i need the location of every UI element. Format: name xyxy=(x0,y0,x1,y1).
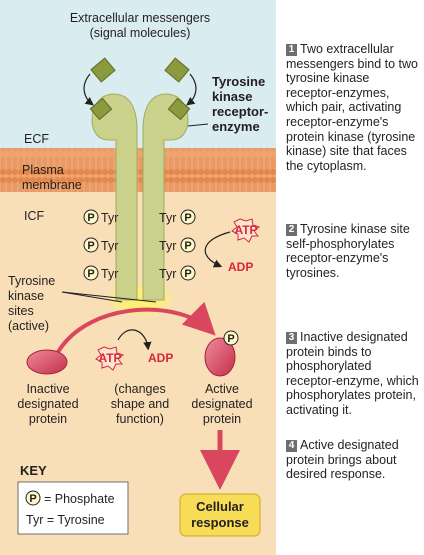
plasma-membrane xyxy=(0,148,276,192)
inactive-protein xyxy=(26,349,68,375)
tyr-label: Tyr xyxy=(101,211,118,225)
active-label-line2: designated xyxy=(191,397,252,411)
adp-label-1: ADP xyxy=(228,260,253,274)
phosphate-label: P xyxy=(29,493,36,505)
step-number: 1 xyxy=(286,44,297,56)
step-text: Active designated protein brings about d… xyxy=(286,438,399,482)
ecf-label: ECF xyxy=(24,132,49,146)
key-tyrosine: Tyr = Tyrosine xyxy=(26,513,105,527)
key-title: KEY xyxy=(20,463,47,478)
phosphate-icon xyxy=(180,209,196,225)
active-label-line1: Active xyxy=(205,382,239,396)
response-label-line1: Cellular xyxy=(196,499,244,514)
ecf-region xyxy=(0,0,276,150)
step-number: 4 xyxy=(286,440,297,452)
tyr-label: Tyr xyxy=(159,267,176,281)
phosphorylation-arrow-2 xyxy=(117,329,152,351)
phosphate-label: P xyxy=(87,212,94,224)
phosphate-icon xyxy=(83,209,99,225)
plasma-label-line1: Plasma xyxy=(22,163,64,177)
tyr-label: Tyr xyxy=(101,239,118,253)
phosphate-icon xyxy=(83,265,99,281)
active-protein xyxy=(204,337,236,377)
sites-label-line3: sites xyxy=(8,304,34,318)
atp-burst-1 xyxy=(231,218,261,243)
phosphate-icon xyxy=(180,265,196,281)
response-label-line2: response xyxy=(191,515,249,530)
signal-molecule-right xyxy=(164,57,190,83)
phosphate-icon xyxy=(83,237,99,253)
sites-leader-2 xyxy=(61,291,157,303)
binding-arrow-left xyxy=(83,73,94,106)
sites-leader-1 xyxy=(61,291,123,303)
receptor-label-line3: receptor- xyxy=(212,104,268,119)
phosphate-icon xyxy=(25,490,41,506)
bound-messenger-left xyxy=(89,97,113,121)
phosphate-label: P xyxy=(184,212,191,224)
icf-label: ICF xyxy=(24,209,45,223)
messengers-label-line2: (signal molecules) xyxy=(90,26,191,40)
phosphate-label: P xyxy=(184,240,191,252)
atp-label-1: ATP xyxy=(234,223,257,237)
signal-molecule-left xyxy=(90,57,116,83)
key-box xyxy=(17,481,129,535)
messengers-label-line1: Extracellular messengers xyxy=(70,11,210,25)
tyr-label: Tyr xyxy=(159,239,176,253)
cellular-response-box xyxy=(179,493,261,537)
receptor-label-line2: kinase xyxy=(212,89,252,104)
sites-label-line4: (active) xyxy=(8,319,49,333)
receptor-label-leader xyxy=(187,123,209,127)
sites-label-line1: Tyrosine xyxy=(8,274,55,288)
atp-burst-2 xyxy=(95,346,125,371)
inactive-label-line1: Inactive xyxy=(26,382,69,396)
tyr-label: Tyr xyxy=(159,211,176,225)
bound-messenger-right xyxy=(167,97,191,121)
phosphate-label: P xyxy=(184,268,191,280)
tyr-row-3: P Tyr Tyr P xyxy=(83,265,196,281)
changes-label-line2: shape and xyxy=(111,397,169,411)
phosphate-label: P xyxy=(87,268,94,280)
sites-label-line2: kinase xyxy=(8,289,44,303)
step-text: Inactive designated protein binds to pho… xyxy=(286,330,419,417)
step-number: 3 xyxy=(286,332,297,344)
changes-label-line3: function) xyxy=(116,412,164,426)
phosphorylation-arrow-1 xyxy=(204,231,231,268)
changes-label-line1: (changes xyxy=(114,382,165,396)
inactive-label-line2: designated xyxy=(17,397,78,411)
tyr-row-2: P Tyr Tyr P xyxy=(83,237,196,253)
phosphate-label: P xyxy=(227,333,234,345)
step-number: 2 xyxy=(286,224,297,236)
step-text: Tyrosine kinase site self-phosphorylates… xyxy=(286,222,410,280)
receptor-label-line4: enzyme xyxy=(212,119,260,134)
step-text: Two extracellular messengers bind to two… xyxy=(286,42,419,173)
phosphate-icon xyxy=(180,237,196,253)
plasma-label-line2: membrane xyxy=(22,178,82,192)
key-phosphate: = Phosphate xyxy=(44,492,115,506)
activation-arrow xyxy=(56,301,216,354)
phosphate-label: P xyxy=(87,240,94,252)
tyr-label: Tyr xyxy=(101,267,118,281)
adp-label-2: ADP xyxy=(148,351,173,365)
phosphate-icon xyxy=(223,330,239,346)
inactive-label-line3: protein xyxy=(29,412,67,426)
tyr-row-1: P Tyr Tyr P xyxy=(83,209,196,225)
atp-label-2: ATP xyxy=(98,351,121,365)
active-label-line3: protein xyxy=(203,412,241,426)
binding-arrow-right xyxy=(186,73,197,106)
receptor-label-line1: Tyrosine xyxy=(212,74,265,89)
